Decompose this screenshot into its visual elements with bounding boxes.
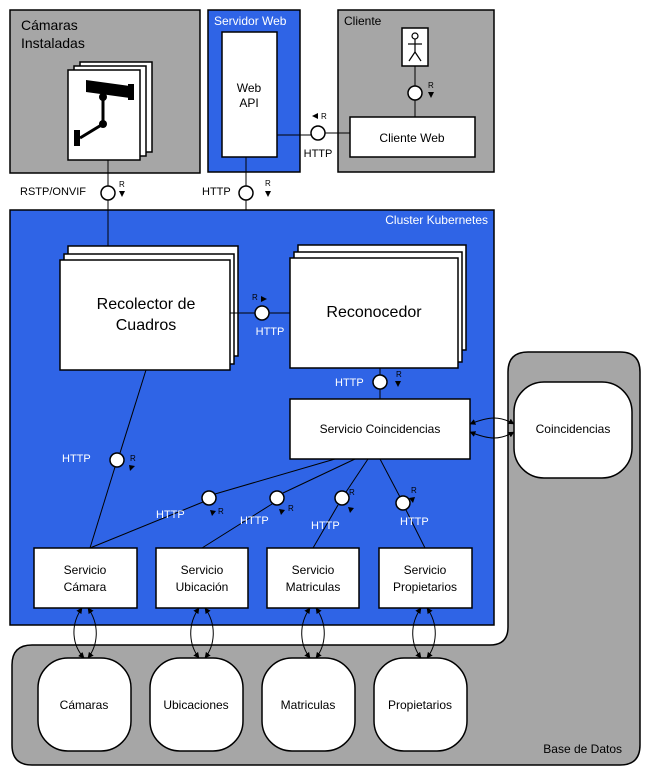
match-camera-interface <box>201 490 217 506</box>
plates-service-label-2: Matriculas <box>286 580 341 594</box>
cluster-label: Cluster Kubernetes <box>385 213 488 227</box>
owners-service-label-2: Propietarios <box>393 580 457 594</box>
recognizer-label: Reconocedor <box>326 304 422 321</box>
plates-service-box[interactable] <box>266 547 360 609</box>
webapi-client-interface <box>310 125 326 141</box>
db-matches[interactable] <box>513 381 633 479</box>
location-service-box[interactable] <box>155 547 249 609</box>
match-location-http: HTTP <box>240 515 269 527</box>
web-server-zone-label: Servidor Web <box>214 14 287 28</box>
camera-service-box[interactable] <box>33 547 138 609</box>
webapi-client-http: HTTP <box>304 148 333 160</box>
client-zone-label: Cliente <box>344 14 382 28</box>
match-plates-http: HTTP <box>311 520 340 532</box>
match-plates-interface <box>334 490 350 506</box>
match-service-box[interactable] <box>289 398 471 460</box>
match-plates-r-arrow <box>348 507 354 513</box>
webapi-cluster-http: HTTP <box>202 186 231 198</box>
client-r-marker: R <box>428 81 434 90</box>
match-camera-http: HTTP <box>156 509 185 521</box>
collector-recognizer-http: HTTP <box>256 326 285 338</box>
client-interface-circle <box>407 85 423 101</box>
db-cameras[interactable] <box>37 657 132 752</box>
service-db-links <box>73 607 436 659</box>
collector-camera-r: R <box>130 454 136 463</box>
frame-collector-label-1: Recolector de <box>97 296 196 313</box>
match-plates-r: R <box>349 488 355 497</box>
match-owners-r: R <box>411 486 417 495</box>
recognizer-match-http: HTTP <box>335 377 364 389</box>
frame-collector-box[interactable] <box>59 259 231 371</box>
match-owners-http: HTTP <box>400 516 429 528</box>
db-plates-label: Matriculas <box>281 698 336 712</box>
rtsp-label: RSTP/ONVIF <box>20 186 86 198</box>
web-client-label: Cliente Web <box>379 131 444 145</box>
camera-service-label-1: Servicio <box>64 563 107 577</box>
match-camera-r: R <box>218 507 224 516</box>
match-camera-r-arrow <box>210 510 216 516</box>
rtsp-r-arrow <box>119 191 125 197</box>
match-location-interface <box>269 490 285 506</box>
match-owners-r-arrow <box>409 497 415 503</box>
web-api-label-2: API <box>239 96 258 110</box>
rtsp-interface <box>100 185 116 201</box>
collector-camera-interface <box>109 452 125 468</box>
recognizer-match-r-arrow <box>395 381 401 387</box>
rtsp-r: R <box>119 180 125 189</box>
collector-recognizer-interface <box>254 305 270 321</box>
match-location-r-arrow <box>279 509 285 515</box>
match-service-label: Servicio Coincidencias <box>320 422 441 436</box>
collector-recognizer-r-arrow <box>261 296 267 302</box>
webapi-cluster-r-arrow <box>265 191 271 197</box>
location-service-label-2: Ubicación <box>176 580 229 594</box>
webapi-client-r: R <box>321 112 327 121</box>
recognizer-match-r: R <box>396 370 402 379</box>
web-api-label-1: Web <box>237 81 262 95</box>
webapi-cluster-interface <box>238 185 254 201</box>
plates-service-label-1: Servicio <box>292 563 335 577</box>
owners-service-box[interactable] <box>378 547 473 609</box>
db-owners-label: Propietarios <box>388 698 452 712</box>
webapi-cluster-r: R <box>265 179 271 188</box>
user-icon <box>408 32 422 62</box>
security-camera-icon <box>74 80 134 146</box>
match-location-r: R <box>288 504 294 513</box>
webapi-client-r-arrow <box>312 113 318 119</box>
location-service-label-1: Servicio <box>181 563 224 577</box>
collector-camera-r-arrow <box>129 465 135 471</box>
web-api-box[interactable] <box>221 31 278 158</box>
collector-camera-http: HTTP <box>62 453 91 465</box>
match-db-link <box>469 417 515 425</box>
db-matches-label: Coincidencias <box>536 422 611 436</box>
owners-service-label-1: Servicio <box>404 563 447 577</box>
client-r-arrow <box>428 92 434 98</box>
match-db-link-2 <box>469 431 515 439</box>
database-zone-label: Base de Datos <box>543 742 622 756</box>
web-client-box[interactable] <box>349 116 476 158</box>
match-owners-interface <box>395 495 411 511</box>
frame-collector-label-2: Cuadros <box>116 317 176 334</box>
db-locations-label: Ubicaciones <box>163 698 228 712</box>
recognizer-match-interface <box>372 374 388 390</box>
cameras-zone-title: Cámaras Instaladas <box>21 17 85 51</box>
db-cameras-label: Cámaras <box>60 698 109 712</box>
camera-service-label-2: Cámara <box>64 580 107 594</box>
collector-recognizer-r: R <box>252 293 258 302</box>
